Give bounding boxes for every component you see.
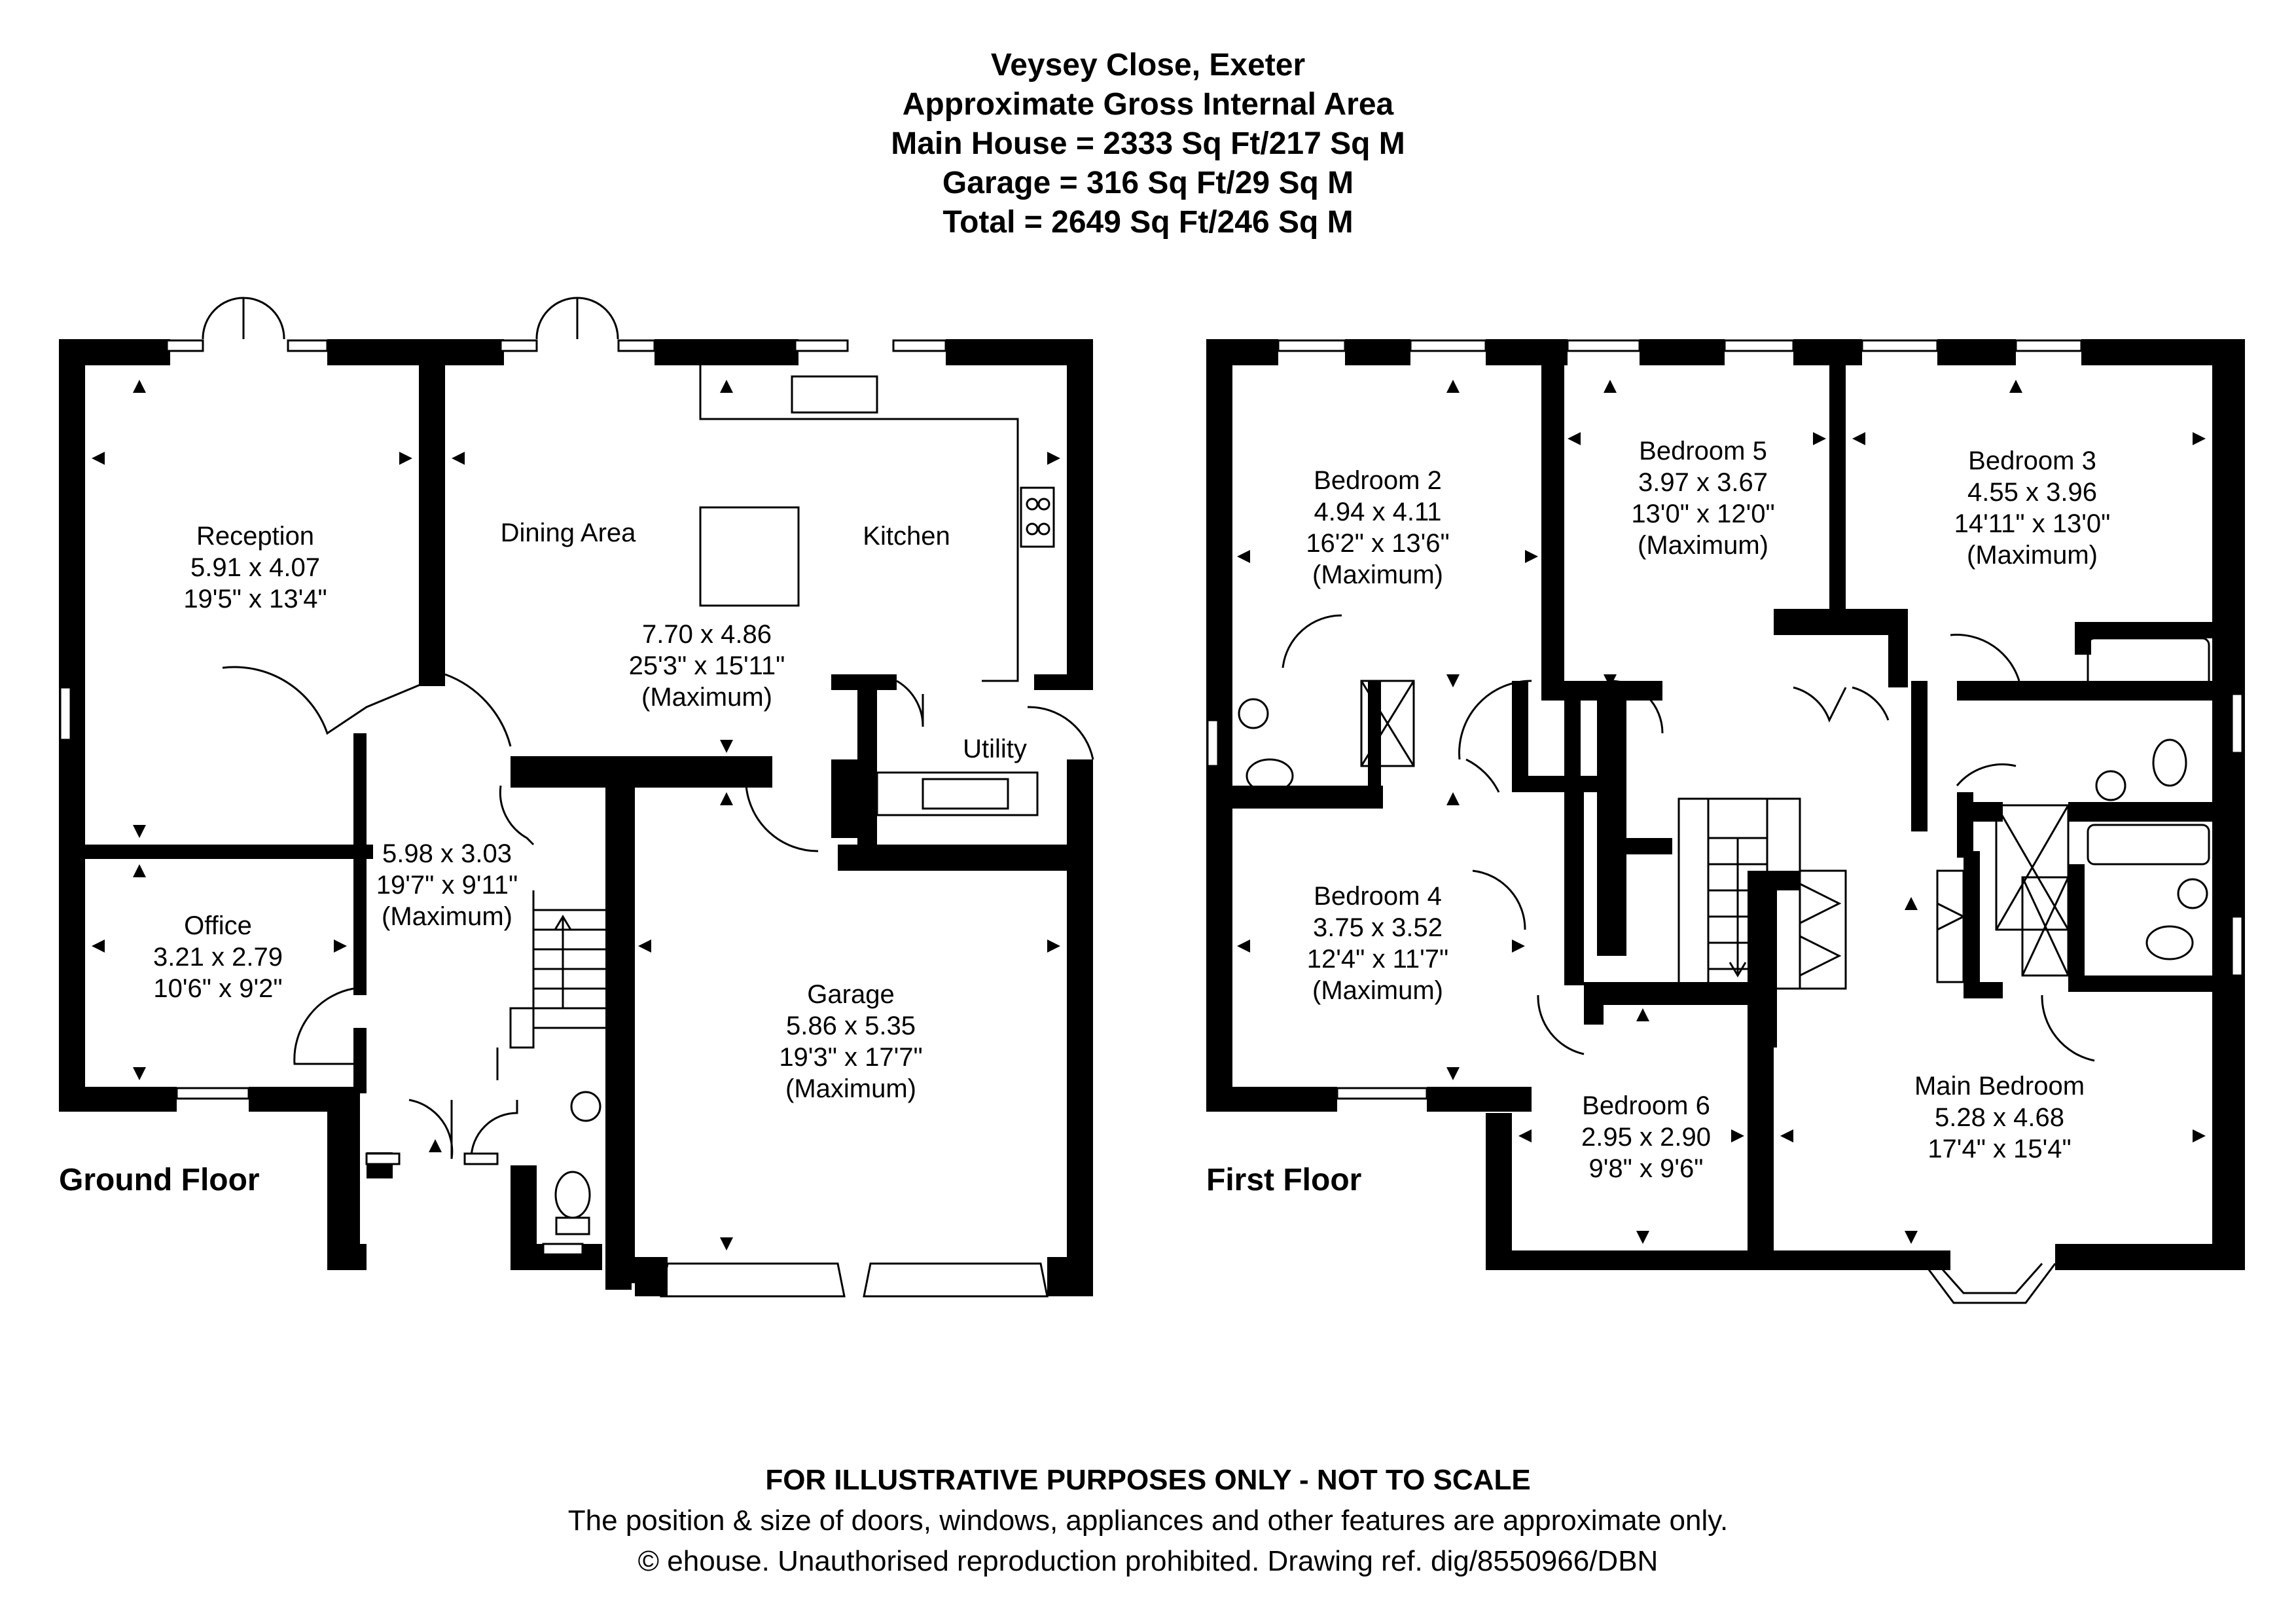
room-bedroom-6: Bedroom 6 2.95 x 2.90 9'8" x 9'6" xyxy=(1581,1090,1711,1184)
room-metric: 4.55 x 3.96 xyxy=(1967,478,2097,507)
room-note: (Maximum) xyxy=(785,1074,916,1103)
room-imperial: 19'7" x 9'11" xyxy=(376,871,518,900)
total-area: Total = 2649 Sq Ft/246 Sq M xyxy=(942,205,1354,240)
room-imperial: 12'4" x 11'7" xyxy=(1306,945,1449,974)
room-note: (Maximum) xyxy=(1312,560,1443,589)
room-metric: 3.75 x 3.52 xyxy=(1313,913,1443,942)
room-metric: 5.86 x 5.35 xyxy=(786,1012,916,1040)
footer-note: The position & size of doors, windows, a… xyxy=(567,1504,1729,1537)
room-metric: 3.97 x 3.67 xyxy=(1638,468,1768,497)
room-bedroom-4: Bedroom 4 3.75 x 3.52 12'4" x 11'7" (Max… xyxy=(1307,881,1448,1006)
room-name: Bedroom 3 xyxy=(1968,447,2096,475)
room-name: Kitchen xyxy=(863,522,950,551)
ground-floor-walls xyxy=(59,339,1093,1296)
room-metric: 5.91 x 4.07 xyxy=(190,553,320,582)
room-bedroom-2: Bedroom 2 4.94 x 4.11 16'2" x 13'6" (Max… xyxy=(1306,465,1449,591)
room-imperial: 17'4" x 15'4" xyxy=(1928,1135,2072,1163)
room-metric: 2.95 x 2.90 xyxy=(1581,1123,1711,1152)
room-imperial: 9'8" x 9'6" xyxy=(1588,1154,1704,1183)
first-floor-walls xyxy=(1206,339,2245,1270)
room-name: Utility xyxy=(963,735,1027,763)
room-imperial: 19'5" x 13'4" xyxy=(183,585,327,613)
first-floor-fixtures xyxy=(1238,614,2210,1304)
first-floor-label: First Floor xyxy=(1206,1163,1362,1197)
room-office: Office 3.21 x 2.79 10'6" x 9'2" xyxy=(153,910,283,1004)
room-note: (Maximum) xyxy=(1638,531,1768,560)
room-dining-area: Dining Area xyxy=(501,517,636,549)
ground-floor-label: Ground Floor xyxy=(59,1163,260,1197)
room-imperial: 13'0" x 12'0" xyxy=(1631,500,1775,528)
main-house-area: Main House = 2333 Sq Ft/217 Sq M xyxy=(891,126,1405,161)
room-note: (Maximum) xyxy=(641,683,772,712)
room-name: Reception xyxy=(196,522,315,551)
room-imperial: 19'3" x 17'7" xyxy=(779,1043,923,1072)
measurement-arrows xyxy=(92,380,2206,1250)
room-name: Bedroom 5 xyxy=(1639,437,1767,465)
room-note: (Maximum) xyxy=(1967,541,2098,570)
room-name: Bedroom 2 xyxy=(1314,466,1442,495)
room-main-bedroom: Main Bedroom 5.28 x 4.68 17'4" x 15'4" xyxy=(1914,1070,2085,1165)
room-reception: Reception 5.91 x 4.07 19'5" x 13'4" xyxy=(183,520,327,615)
room-name: Main Bedroom xyxy=(1914,1072,2085,1101)
room-kitchen-dims: 7.70 x 4.86 25'3" x 15'11" (Maximum) xyxy=(629,619,785,713)
room-metric: 4.94 x 4.11 xyxy=(1314,498,1442,526)
room-utility: Utility xyxy=(963,733,1027,765)
room-bedroom-5: Bedroom 5 3.97 x 3.67 13'0" x 12'0" (Max… xyxy=(1631,435,1774,561)
room-garage: Garage 5.86 x 5.35 19'3" x 17'7" (Maximu… xyxy=(779,979,922,1104)
room-bedroom-3: Bedroom 3 4.55 x 3.96 14'11" x 13'0" (Ma… xyxy=(1954,445,2111,571)
room-imperial: 14'11" x 13'0" xyxy=(1954,509,2111,538)
ground-floor-fixtures xyxy=(202,297,1094,1298)
room-name: Office xyxy=(184,911,252,940)
room-metric: 3.21 x 2.79 xyxy=(153,943,283,972)
room-name: Bedroom 4 xyxy=(1314,882,1442,911)
room-imperial: 10'6" x 9'2" xyxy=(153,974,283,1003)
room-hall: 5.98 x 3.03 19'7" x 9'11" (Maximum) xyxy=(376,838,518,932)
room-metric: 5.98 x 3.03 xyxy=(382,839,512,868)
garage-area: Garage = 316 Sq Ft/29 Sq M xyxy=(942,166,1354,200)
room-kitchen-label: Kitchen xyxy=(863,520,950,552)
room-name: Garage xyxy=(807,980,895,1009)
room-note: (Maximum) xyxy=(1312,976,1443,1005)
disclaimer: FOR ILLUSTRATIVE PURPOSES ONLY - NOT TO … xyxy=(765,1464,1531,1496)
copyright: © ehouse. Unauthorised reproduction proh… xyxy=(637,1545,1659,1577)
room-note: (Maximum) xyxy=(382,902,512,931)
room-metric: 7.70 x 4.86 xyxy=(642,620,772,649)
area-heading: Approximate Gross Internal Area xyxy=(902,87,1394,122)
room-name: Dining Area xyxy=(500,519,636,547)
room-imperial: 16'2" x 13'6" xyxy=(1306,529,1450,558)
plan-title: Veysey Close, Exeter xyxy=(990,48,1306,82)
room-name: Bedroom 6 xyxy=(1582,1091,1710,1120)
room-metric: 5.28 x 4.68 xyxy=(1935,1103,2064,1132)
room-imperial: 25'3" x 15'11" xyxy=(628,651,785,680)
windows xyxy=(59,339,2244,1256)
